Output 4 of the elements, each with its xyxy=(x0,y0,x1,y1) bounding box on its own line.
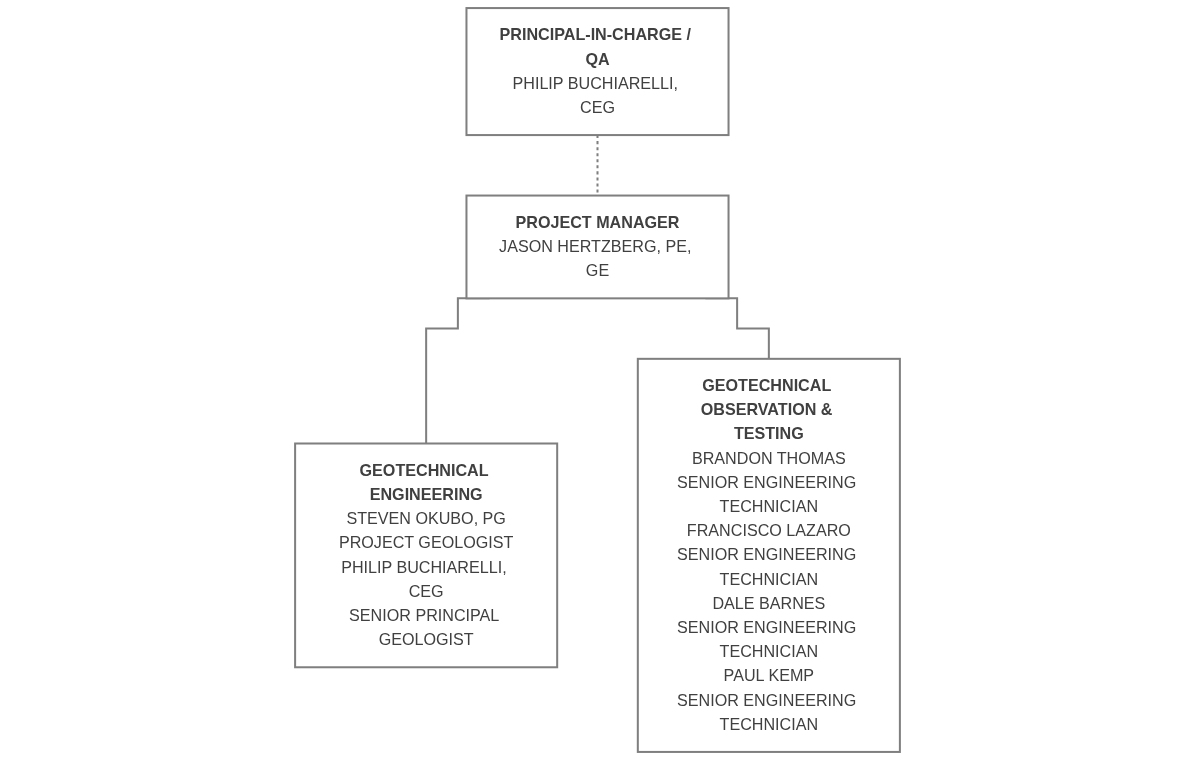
node-box: GEOTECHNICAL ENGINEERING STEVEN OKUBO, PG PROJECT GEOLOGIST PHILIP BUCHIARELLI, CEG SENIOR PRINCIPAL GEOLOGIST xyxy=(294,442,559,669)
node-box: PRINCIPAL-IN-CHARGE / QA PHILIP BUCHIARELLI, CEG xyxy=(465,7,730,137)
node-box: PROJECT MANAGER JASON HERTZBERG, PE, GE xyxy=(465,194,730,300)
node-box: GEOTECHNICAL OBSERVATION & TESTING BRANDON THOMAS SENIOR ENGINEERING TECHNICIAN FRANCISCO LAZARO SENIOR ENGINEERING TECHNICIAN DALE BARNES SENIOR ENGINEERING TECHNICIAN PAUL KEMP SENIOR ENGINEERING TECHNICIAN xyxy=(636,357,901,753)
